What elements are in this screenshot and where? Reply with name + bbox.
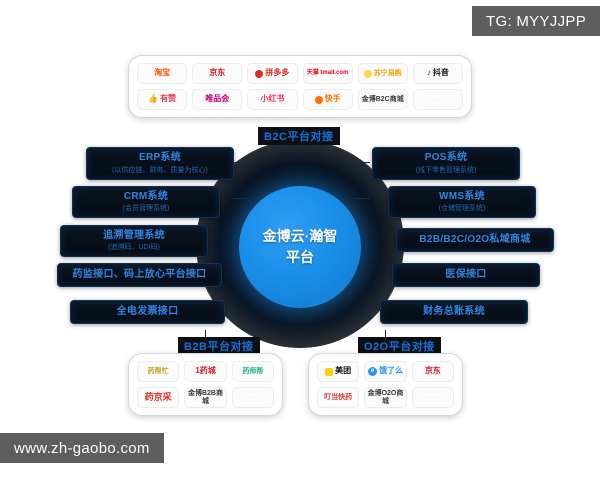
node-private-mall[interactable]: B2B/B2C/O2O私域商城 (396, 228, 554, 252)
node-subtitle: (追溯码、UDI码) (108, 244, 160, 252)
node-pos-system[interactable]: POS系统 (线下零售管理系统) (372, 147, 520, 180)
logo-placeholder: ...... (412, 89, 463, 110)
connector-line (205, 330, 206, 342)
center-title-line1: 金博云·瀚智 (262, 228, 338, 244)
node-subtitle: (以供应链、财务、质量为核心) (112, 166, 208, 174)
logo-jd[interactable]: 京东 (411, 361, 454, 382)
logo-youzan[interactable]: 👍有赞 (137, 89, 188, 110)
logo-taobao[interactable]: 淘宝 (137, 63, 188, 84)
logo-xiaohongshu[interactable]: 小红书 (247, 89, 298, 110)
node-title: 财务总账系统 (423, 305, 485, 317)
logo-suning[interactable]: 苏宁易购 (357, 63, 408, 84)
kuaishou-mark-icon (314, 95, 323, 104)
logo-jinbo-b2c-mall[interactable]: 金博B2C商城 (357, 89, 408, 110)
node-title: 药监接口、码上放心平台接口 (72, 268, 207, 280)
connector-line (352, 162, 370, 163)
logo-douyin[interactable]: ♪抖音 (412, 63, 463, 84)
b2b-platform-box: 药帮忙 1药城 药师帮 药京采 金博B2B商城 ...... (128, 353, 283, 416)
b2b-section-label: B2B平台对接 (178, 337, 260, 355)
tg-watermark: TG: MYYJJPP (472, 6, 600, 36)
logo-placeholder: ...... (411, 387, 454, 408)
node-erp-system[interactable]: ERP系统 (以供应链、财务、质量为核心) (86, 147, 234, 180)
o2o-section-label: O2O平台对接 (358, 337, 441, 355)
node-title: 医保接口 (445, 268, 487, 280)
node-title: 追溯管理系统 (103, 229, 165, 241)
logo-meituan[interactable]: 美团 (317, 361, 360, 382)
connector-line (232, 162, 250, 163)
node-title: CRM系统 (123, 190, 169, 202)
node-title: POS系统 (424, 152, 468, 164)
node-title: B2B/B2C/O2O私域商城 (419, 233, 531, 245)
node-subtitle: (线下零售管理系统) (415, 166, 477, 174)
logo-vipshop[interactable]: 唯品会 (192, 89, 243, 110)
pdd-mark-icon (255, 69, 264, 78)
logo-placeholder: ...... (231, 387, 274, 408)
thumbs-up-icon: 👍 (148, 94, 159, 104)
b2c-section-label: B2C平台对接 (258, 127, 340, 145)
logo-1yaocheng[interactable]: 1药城 (184, 361, 227, 382)
node-subtitle: (仓储管理系统) (438, 205, 486, 213)
logo-kuaishou[interactable]: 快手 (302, 89, 353, 110)
node-crm-system[interactable]: CRM系统 (会员管理系统) (72, 186, 220, 218)
suning-mark-icon (363, 69, 372, 78)
logo-dingdang-kuaiyao[interactable]: 叮当快药 (317, 387, 360, 408)
node-wms-system[interactable]: WMS系统 (仓储管理系统) (388, 186, 536, 218)
logo-yaojingcai[interactable]: 药京采 (137, 387, 180, 408)
logo-jinbo-b2b-mall[interactable]: 金博B2B商城 (184, 387, 227, 408)
logo-yaobangmang[interactable]: 药帮忙 (137, 361, 180, 382)
b2c-platform-box: 淘宝 京东 拼多多 天猫 tmall.com 苏宁易购 ♪抖音 👍有赞 唯品会 … (128, 55, 472, 118)
site-watermark: www.zh-gaobo.com (0, 433, 164, 463)
music-note-icon: ♪ (426, 68, 431, 78)
node-medical-insurance-interface[interactable]: 医保接口 (392, 263, 540, 287)
node-finance-ledger-system[interactable]: 财务总账系统 (380, 300, 528, 324)
b2b-logo-grid: 药帮忙 1药城 药师帮 药京采 金博B2B商城 ...... (137, 361, 274, 408)
center-platform-circle[interactable]: 金博云·瀚智 平台 (239, 186, 361, 308)
logo-jinbo-o2o-mall[interactable]: 金博O2O商城 (364, 387, 407, 408)
node-traceability-system[interactable]: 追溯管理系统 (追溯码、UDI码) (60, 225, 208, 257)
logo-tmall[interactable]: 天猫 tmall.com (302, 63, 353, 84)
node-subtitle: (会员管理系统) (122, 205, 170, 213)
connector-line (232, 198, 246, 199)
logo-jd[interactable]: 京东 (192, 63, 243, 84)
node-title: 全电发票接口 (116, 305, 179, 317)
logo-pinduoduo[interactable]: 拼多多 (247, 63, 298, 84)
node-drug-admin-interface[interactable]: 药监接口、码上放心平台接口 (57, 263, 222, 287)
meituan-mark-icon (325, 367, 334, 376)
node-title: ERP系统 (138, 152, 182, 164)
node-title: WMS系统 (439, 190, 485, 202)
node-e-invoice-interface[interactable]: 全电发票接口 (70, 300, 225, 324)
center-title-line2: 平台 (286, 249, 314, 265)
b2c-logo-grid: 淘宝 京东 拼多多 天猫 tmall.com 苏宁易购 ♪抖音 👍有赞 唯品会 … (137, 63, 463, 110)
logo-yaoshibang[interactable]: 药师帮 (231, 361, 274, 382)
connector-line (385, 330, 386, 342)
connector-line (356, 198, 370, 199)
eleme-mark-icon: e (367, 367, 377, 376)
